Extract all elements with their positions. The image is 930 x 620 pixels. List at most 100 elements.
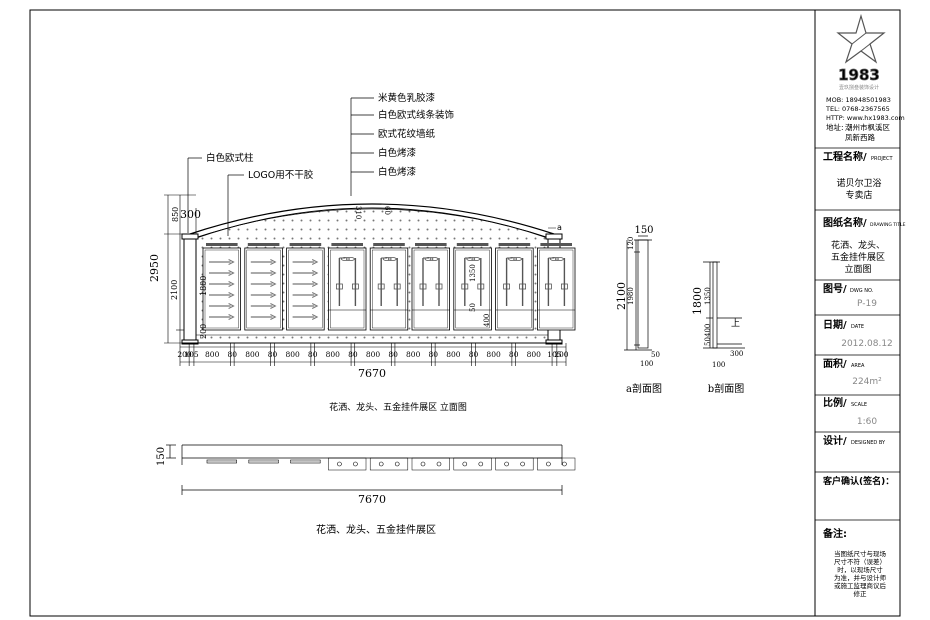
plan-view: 150 7670 花洒、龙头、五金挂件展区 [156,444,576,536]
shower-panel [327,247,367,331]
logo-sticker-strip [540,243,572,246]
annotation-beige-latex-paint: 米黄色乳胶漆 [378,92,436,104]
field-scale: 比例/ SCALE 1:60 [823,396,877,427]
bottom-dim-label: 800 [406,350,421,359]
note-line: 时，以现场尺寸 [837,565,883,574]
plan-shower-bay [328,457,367,471]
dim-1350: 1350 [469,264,477,282]
shower-head-icon [466,256,476,261]
bottom-dim-label: 800 [446,350,461,359]
logo-sticker-strip [373,243,405,246]
shower-head-icon [340,256,350,261]
shower-head-icon [382,256,392,261]
section-a-50: 50 [651,351,660,359]
bottom-dim-label: 80 [228,350,238,359]
plan-shower-bay [369,457,409,471]
plan-fixture-icon [378,461,384,467]
bottom-dim-label: 80 [388,350,398,359]
bottom-dim-label: 80 [308,350,318,359]
drawing-label-en: DRAWING TITLE [870,222,906,228]
field-designer: 设计/ DESIGNED BY [823,434,886,447]
display-panels [202,247,576,331]
annotation-white-column: 白色欧式柱 [206,152,254,164]
dim-60: 60 [383,206,391,215]
logo-sticker-strip [331,243,363,246]
section-b-up: 上 [731,318,740,329]
plan-fixture-icon [478,461,484,467]
bottom-dim-label: 105 [547,350,562,359]
project-value-2: 专卖店 [845,189,872,201]
notes-label: 备注: [822,527,847,540]
drawing-value-1: 花洒、龙头、 [831,239,885,251]
section-a-100: 100 [640,360,653,368]
crown-molding [189,203,555,235]
bottom-dim-label: 800 [245,350,260,359]
plan-shower-bay [453,457,492,471]
note-line: 尺寸不符（误差） [834,557,886,566]
note-line: 为准，并与设计师 [834,573,887,582]
bottom-dim-label: 105 [184,350,199,359]
date-label-en: DATE [851,324,864,330]
bottom-dim-label: 800 [326,350,341,359]
client-label: 客户确认(签名)： [822,475,894,487]
plan-fixture-icon [394,461,400,467]
bottom-dim-label: 80 [509,350,519,359]
plan-fixture-icon [562,461,567,467]
dwg-label: 图号/ [823,283,847,295]
dim-1800: 1800 [199,276,208,296]
project-value-1: 诺贝尔卫浴 [836,177,881,189]
date-value: 2012.08.12 [841,339,893,349]
bottom-dim-label: 800 [205,350,220,359]
section-b-1350: 1350 [704,287,712,305]
mixer-valve-icon [477,283,485,290]
bottom-dim-label: 80 [348,350,358,359]
note-line: 或施工监理商议后 [834,581,887,590]
bottom-dim-label: 800 [285,350,300,359]
dim-300: 300 [180,208,201,221]
annotation-white-lacquer-1: 白色烤漆 [378,147,417,159]
bottom-dim-label: 800 [366,350,381,359]
section-b-100: 100 [712,361,725,369]
plan-fixture-icon [420,461,426,467]
top-dimension-labels: 310 60 1350 50 400 [354,206,491,327]
plan-shower-bay [411,457,450,471]
field-area: 面积/ AREA 224m² [823,357,882,387]
mixer-valve-icon [377,283,385,290]
dim-2100: 2100 [170,280,179,300]
section-a-title: a剖面图 [626,382,662,395]
section-b-1800: 1800 [691,287,704,315]
mixer-valve-icon [461,283,469,290]
field-project: 工程名称/ PROJECT 诺贝尔卫浴 专卖店 [823,150,894,201]
shower-head-icon [387,256,397,261]
drawing-value-3: 立面图 [844,263,871,275]
european-column-left [183,237,197,344]
annotation-logo-sticker: LOGO用不干胶 [248,169,314,181]
project-label-en: PROJECT [871,156,894,162]
shower-head-icon [471,256,481,261]
shower-panel [453,247,492,331]
hardware-panel [286,247,325,331]
mixer-valve-icon [503,283,511,290]
scale-label-en: SCALE [851,402,867,408]
field-notes: 备注: 当图纸尺寸与现场 尺寸不符（误差） 时，以现场尺寸 为准，并与设计师 或… [822,527,887,598]
plan-fixture-icon [546,461,551,467]
elevation-total-width: 7670 [358,367,386,380]
area-value: 224m² [852,377,882,387]
hardware-panel [202,247,241,331]
section-b-50: 50 [704,337,712,346]
contact-mob: MOB: 18948501983 [826,96,891,104]
bottom-dimensions [180,346,566,363]
annotation-white-molding: 白色欧式线条装饰 [378,109,454,121]
note-line: 修正 [854,589,868,598]
shower-head-icon [429,256,439,261]
shower-head-icon [513,256,522,261]
designer-label: 设计/ [823,434,847,447]
scale-value: 1:60 [857,417,877,427]
plan-shower-bay [495,457,534,471]
bottom-dim-label: 80 [429,350,439,359]
date-label: 日期/ [823,318,847,331]
section-marker-a: a [557,223,562,232]
dim-850: 850 [171,207,180,222]
hardware-panel [244,247,283,331]
bottom-dim-label: 200 [177,350,192,359]
